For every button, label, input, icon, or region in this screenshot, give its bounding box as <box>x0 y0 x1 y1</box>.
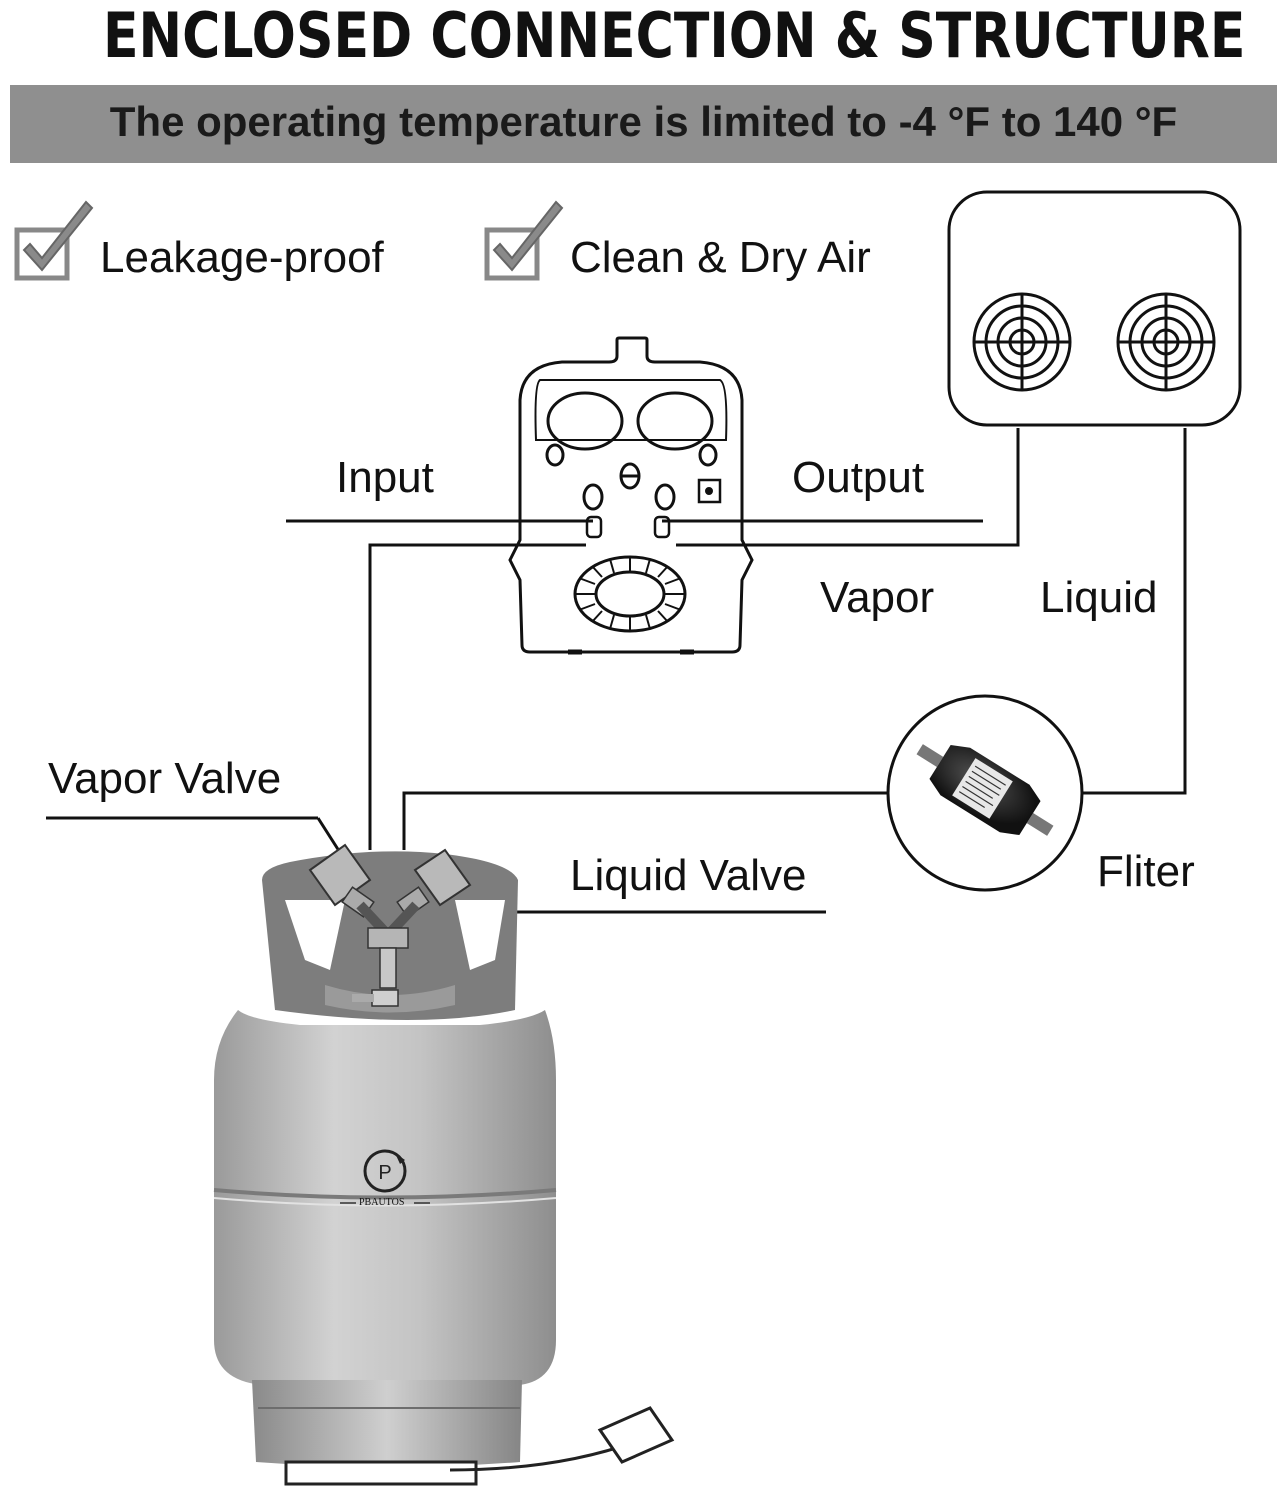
label-input: Input <box>336 453 434 502</box>
label-liquid-valve: Liquid Valve <box>570 851 807 900</box>
feature-leakage-proof: Leakage-proof <box>100 233 384 282</box>
checkbox-checked-icon <box>484 200 564 281</box>
label-liquid: Liquid <box>1040 573 1158 622</box>
brand-name: PBAUTOS <box>359 1197 405 1208</box>
label-vapor-valve: Vapor Valve <box>48 754 282 803</box>
label-output: Output <box>792 453 925 502</box>
label-vapor: Vapor <box>820 573 935 622</box>
refrigerant-tank: P <box>213 843 675 1486</box>
page-title: ENCLOSED CONNECTION & STRUCTURE <box>102 0 1246 72</box>
brand-logo: P <box>340 1149 430 1204</box>
feature-clean-dry-air: Clean & Dry Air <box>570 233 871 282</box>
temperature-banner: The operating temperature is limited to … <box>10 85 1277 163</box>
filter-drier <box>886 694 1084 892</box>
fan-icon <box>1116 292 1216 392</box>
svg-text:P: P <box>378 1162 391 1184</box>
condenser-unit <box>947 190 1242 427</box>
label-filter: Fliter <box>1097 847 1195 896</box>
temperature-banner-text: The operating temperature is limited to … <box>109 98 1178 145</box>
checkbox-checked-icon <box>14 200 94 281</box>
fan-icon <box>972 292 1072 392</box>
recovery-machine <box>508 336 754 655</box>
